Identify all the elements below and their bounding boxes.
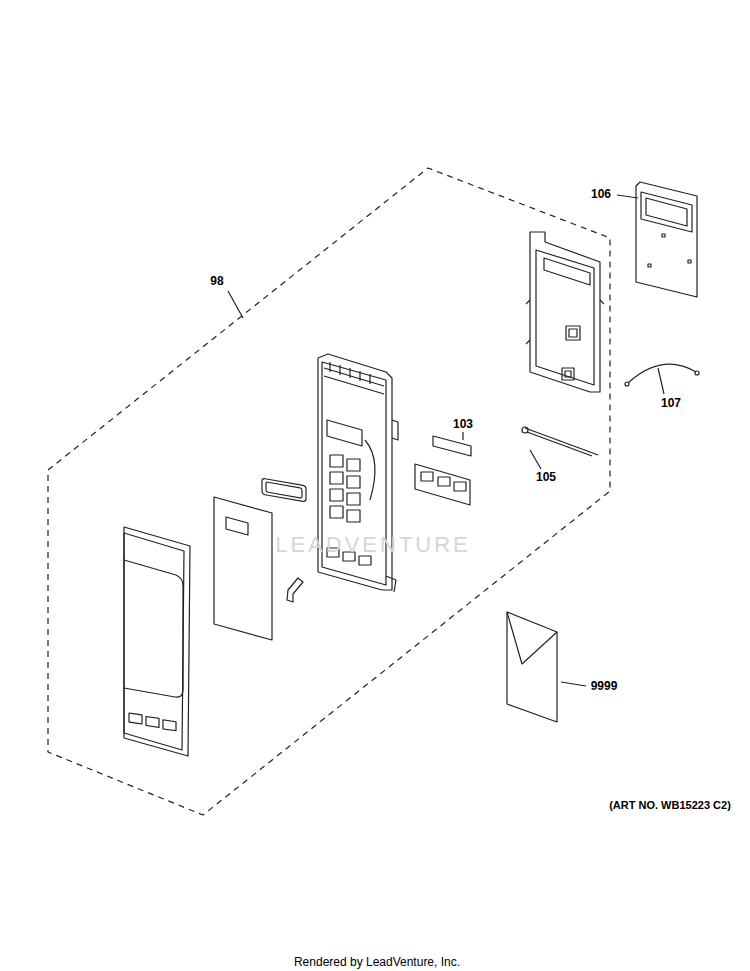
leader-lines bbox=[228, 195, 664, 686]
render-credit: Rendered by LeadVenture, Inc. bbox=[292, 955, 462, 969]
kit-outline bbox=[48, 168, 610, 815]
callout-number: 9999 bbox=[589, 679, 620, 693]
display-board bbox=[636, 182, 697, 297]
front-trim bbox=[124, 527, 190, 756]
small-bracket bbox=[287, 578, 303, 602]
watermark: LEADVENTURE bbox=[273, 533, 473, 557]
art-number: (ART NO. WB15223 C2) bbox=[607, 799, 733, 812]
window-gasket bbox=[262, 478, 306, 502]
literature-envelope bbox=[507, 612, 557, 722]
callout-number: 98 bbox=[208, 274, 225, 288]
rear-housing bbox=[526, 232, 604, 392]
membrane-overlay bbox=[214, 497, 272, 640]
callout-number: 107 bbox=[659, 396, 683, 410]
callout-number: 106 bbox=[589, 187, 613, 201]
wire-harness bbox=[522, 427, 598, 456]
touch-board bbox=[415, 436, 471, 505]
callout-number: 105 bbox=[534, 470, 558, 484]
callout-number: 103 bbox=[451, 417, 475, 431]
